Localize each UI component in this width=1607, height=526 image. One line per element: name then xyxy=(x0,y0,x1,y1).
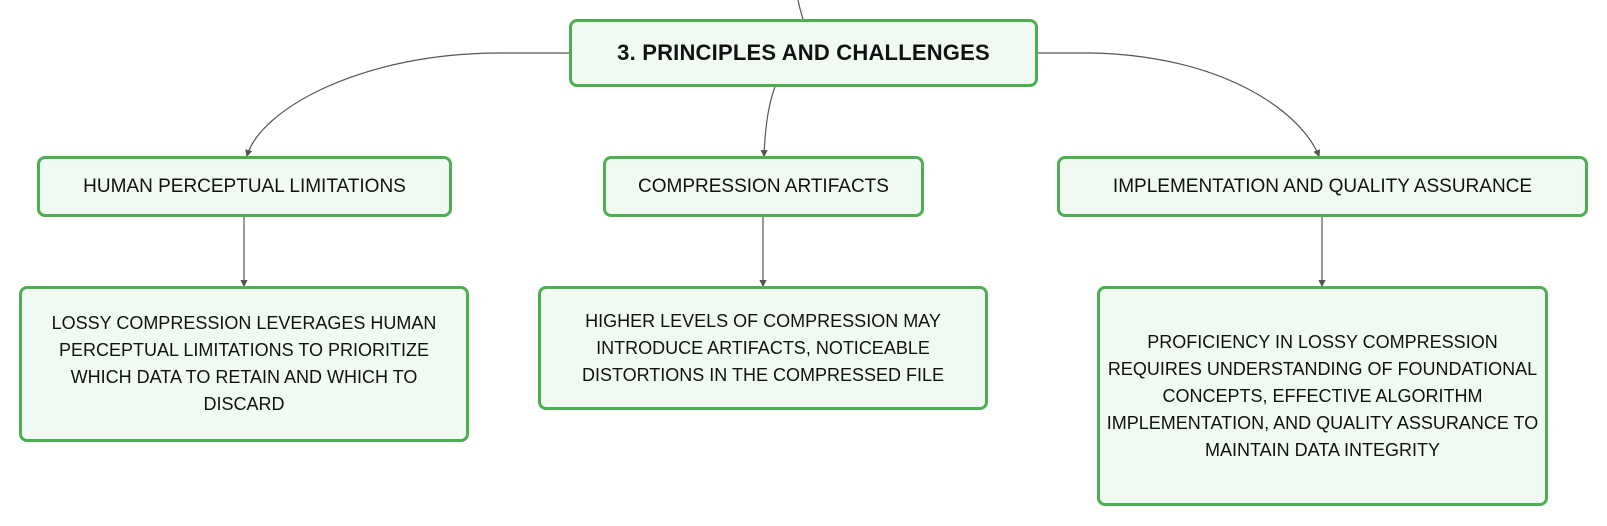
root-node-label: 3. PRINCIPLES AND CHALLENGES xyxy=(617,40,990,65)
detail-node-text: HIGHER LEVELS OF COMPRESSION MAY INTRODU… xyxy=(581,310,945,385)
branch-node-compression-artifacts[interactable]: COMPRESSION ARTIFACTS xyxy=(603,156,924,217)
detail-node-text: PROFICIENCY IN LOSSY COMPRESSION REQUIRE… xyxy=(1106,331,1539,460)
connector-root-to-artifacts xyxy=(760,86,776,158)
branch-node-label: HUMAN PERCEPTUAL LIMITATIONS xyxy=(83,175,406,197)
connector-root-to-implementation xyxy=(1038,52,1321,158)
branch-node-human-perceptual-limitations[interactable]: HUMAN PERCEPTUAL LIMITATIONS xyxy=(37,156,452,217)
detail-node-text: LOSSY COMPRESSION LEVERAGES HUMAN PERCEP… xyxy=(51,313,437,414)
branch-node-implementation-and-quality-assurance[interactable]: IMPLEMENTATION AND QUALITY ASSURANCE xyxy=(1057,156,1588,217)
detail-node-perceptual-limitations[interactable]: LOSSY COMPRESSION LEVERAGES HUMAN PERCEP… xyxy=(19,286,469,442)
root-node-principles-and-challenges[interactable]: 3. PRINCIPLES AND CHALLENGES xyxy=(569,19,1038,87)
branch-node-label: IMPLEMENTATION AND QUALITY ASSURANCE xyxy=(1112,175,1533,197)
detail-node-compression-artifacts[interactable]: HIGHER LEVELS OF COMPRESSION MAY INTRODU… xyxy=(538,286,988,410)
connector-root-to-perceptual xyxy=(245,52,569,158)
connector-parent-to-root xyxy=(797,0,804,20)
branch-node-label: COMPRESSION ARTIFACTS xyxy=(638,175,889,197)
detail-node-implementation-quality[interactable]: PROFICIENCY IN LOSSY COMPRESSION REQUIRE… xyxy=(1097,286,1548,506)
